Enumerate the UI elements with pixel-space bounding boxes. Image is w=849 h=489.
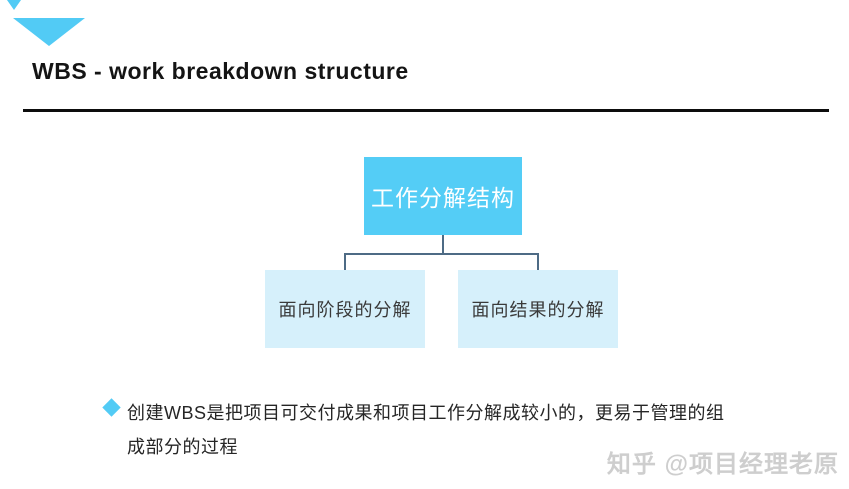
org-chart-child-node-result: 面向结果的分解: [458, 270, 618, 348]
org-chart-child-node-phase: 面向阶段的分解: [265, 270, 425, 348]
connector-root-drop: [442, 235, 444, 254]
child-node-phase-label: 面向阶段的分解: [278, 300, 412, 320]
root-node-label: 工作分解结构: [371, 185, 515, 211]
decor-triangle-icon: [7, 0, 85, 46]
diamond-bullet-icon: [102, 398, 121, 417]
bullet-text-line-1: 创建WBS是把项目可交付成果和项目工作分解成较小的，更易于管理的组: [127, 403, 725, 423]
child-node-result-label: 面向结果的分解: [471, 300, 605, 320]
connector-right-drop: [537, 253, 539, 271]
connector-horizontal: [344, 253, 539, 255]
bullet-text: 创建WBS是把项目可交付成果和项目工作分解成较小的，更易于管理的组 成部分的过程: [127, 396, 787, 464]
title-divider: [23, 109, 829, 112]
bullet-text-line-2: 成部分的过程: [127, 437, 238, 457]
slide-title: WBS - work breakdown structure: [32, 58, 409, 84]
watermark: 知乎 @项目经理老原: [606, 451, 839, 478]
org-chart-root-node: 工作分解结构: [364, 157, 522, 235]
connector-left-drop: [344, 253, 346, 271]
